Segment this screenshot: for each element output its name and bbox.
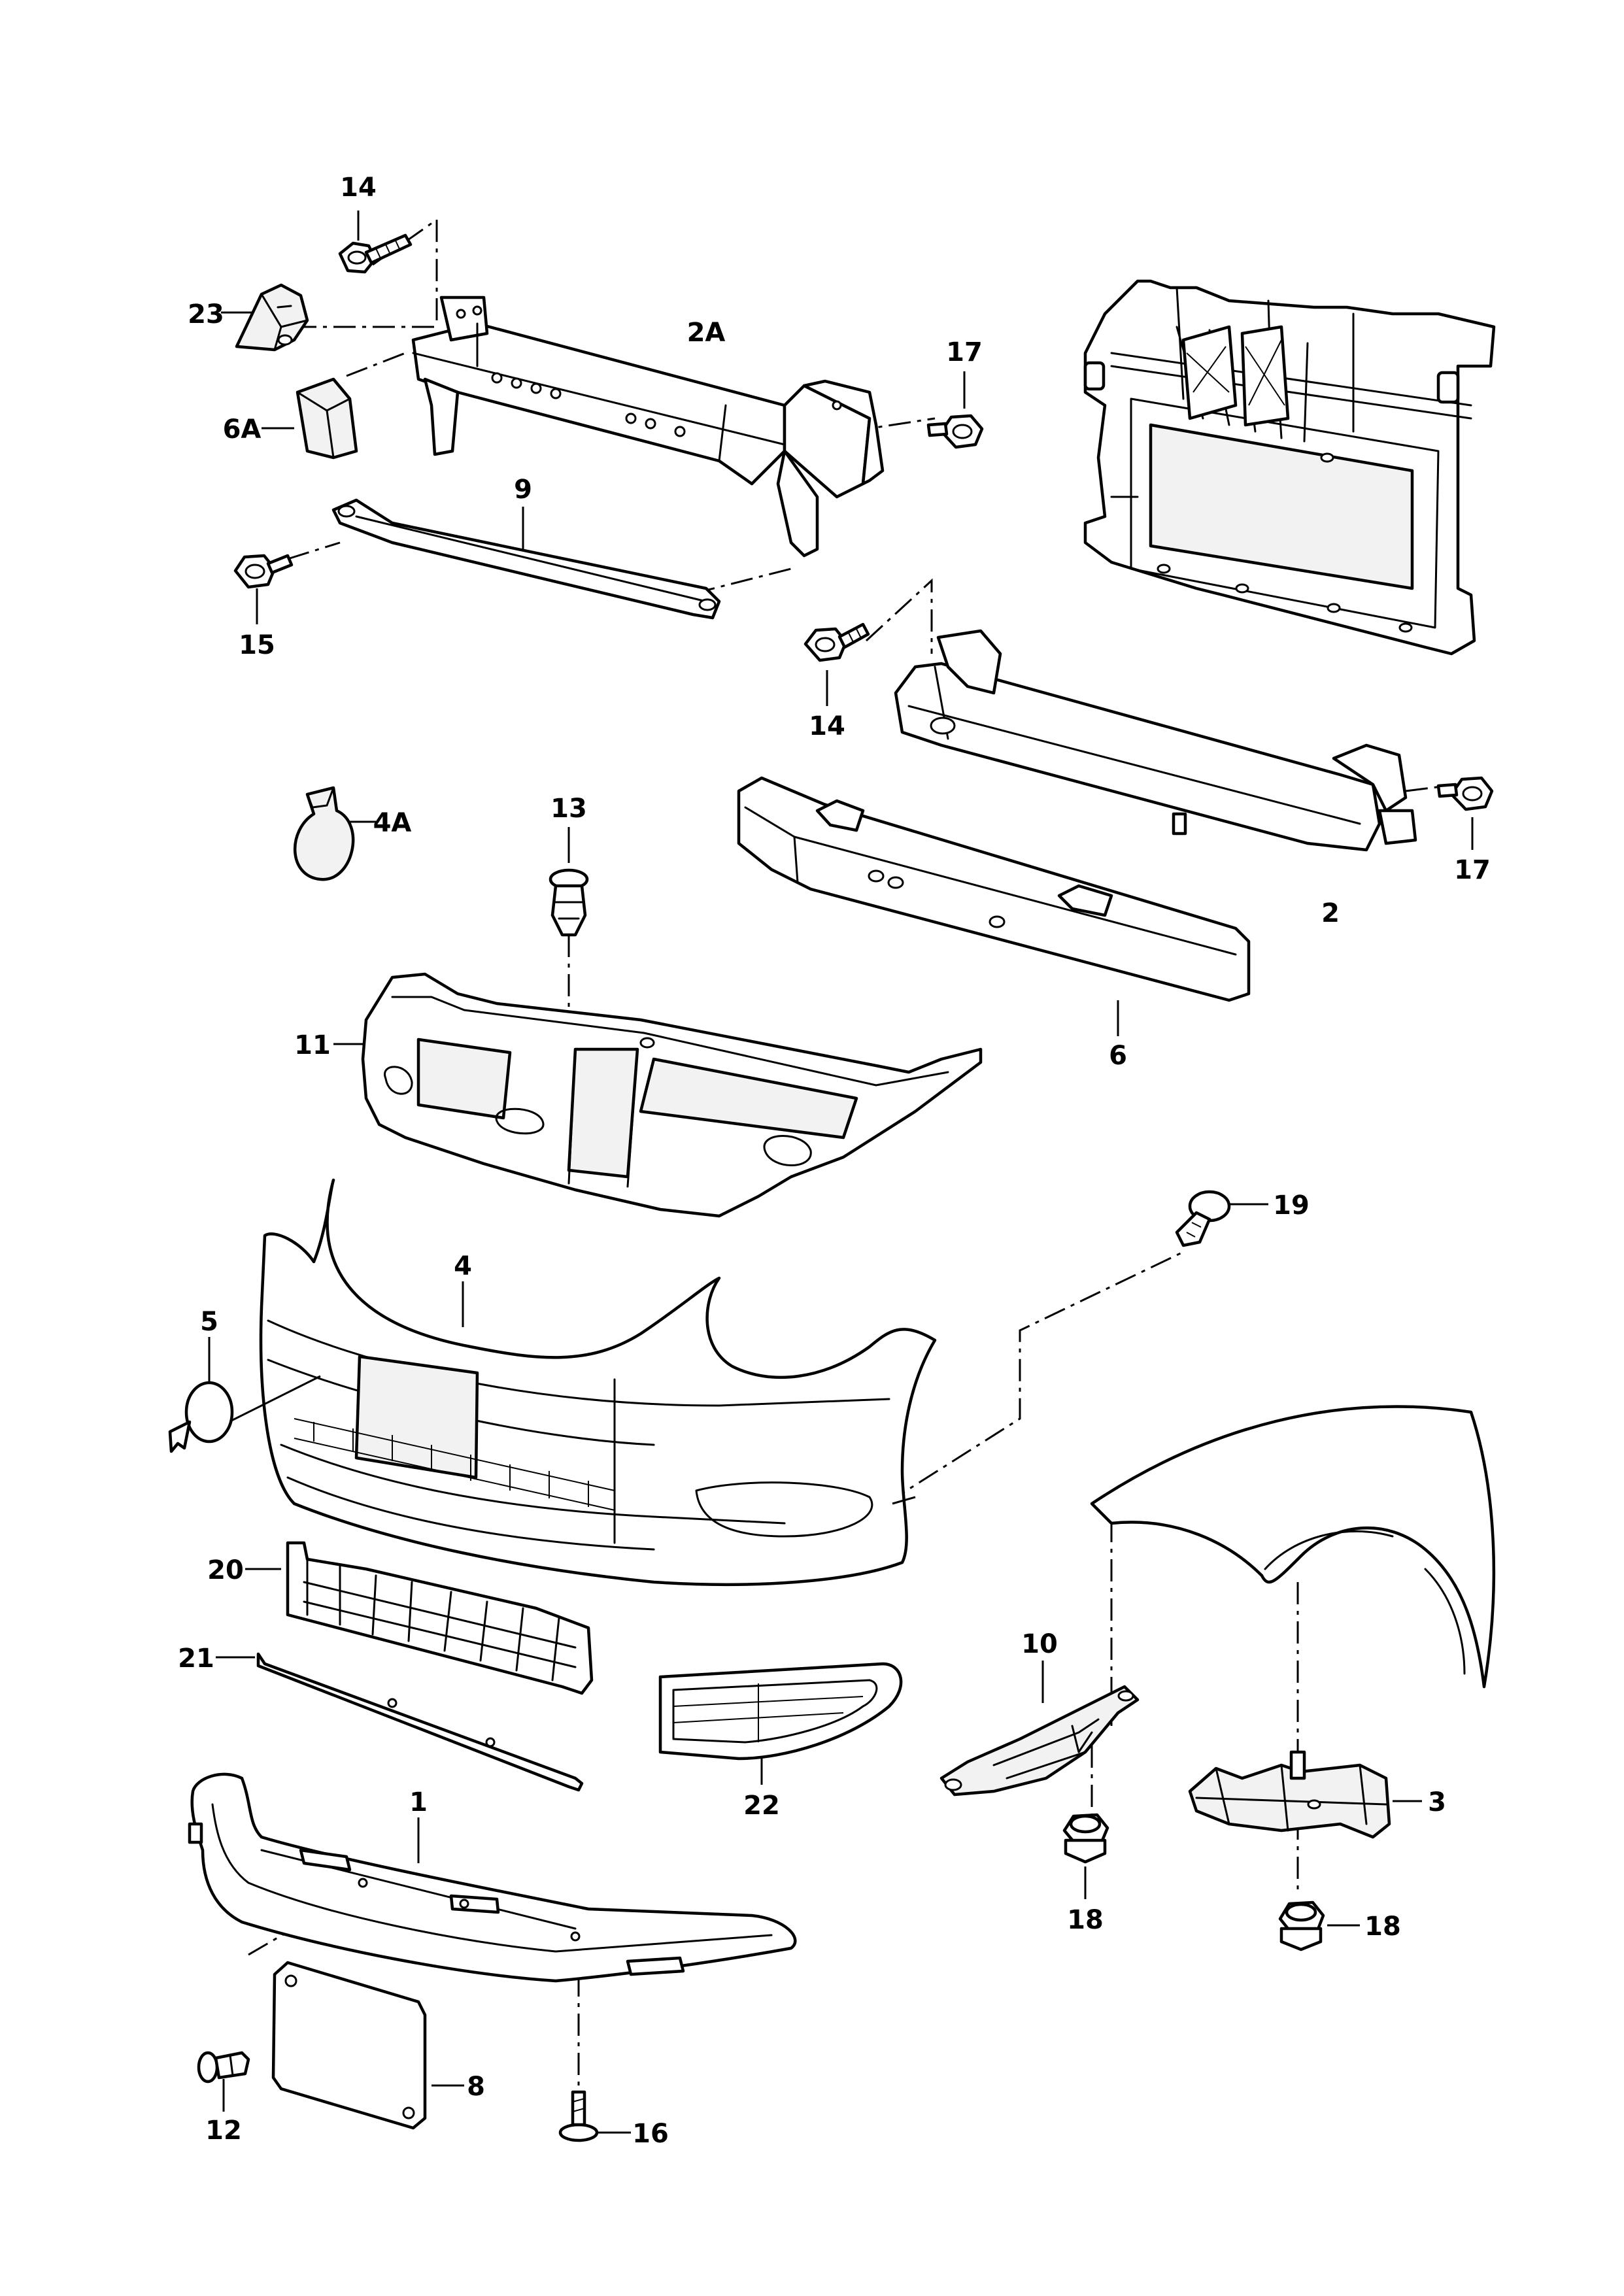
callout-9: 9 [514, 475, 532, 505]
part-12-push-rivet [197, 2051, 250, 2112]
part-17-bolt-lower [1436, 776, 1494, 850]
part-1-lower-spoiler [188, 1772, 797, 1983]
part-14-screw-upper [338, 211, 413, 274]
callout-16: 16 [632, 2119, 669, 2149]
callout-13: 13 [550, 794, 587, 824]
part-6-energy-absorber [737, 776, 1251, 1036]
part-22-fog-light-grille [658, 1662, 903, 1785]
callout-19: 19 [1273, 1190, 1310, 1221]
part-19-bolt [1175, 1190, 1268, 1247]
callout-18-right: 18 [1364, 1912, 1401, 1942]
part-4-bumper-cover [259, 1178, 937, 1586]
front-end-carrier [1083, 279, 1496, 656]
callout-3: 3 [1428, 1787, 1446, 1817]
part-21-trim-strip [216, 1652, 584, 1792]
part-14-screw-lower [804, 622, 870, 706]
callout-14-upper: 14 [340, 173, 377, 203]
callout-11: 11 [294, 1030, 331, 1060]
callout-6A: 6A [223, 414, 262, 445]
callout-15: 15 [239, 630, 275, 660]
callout-labels: 14 23 2A 17 6A 9 15 14 17 2 4A 13 6 11 1… [178, 173, 1491, 2149]
callout-23: 23 [188, 299, 224, 329]
callout-6: 6 [1109, 1041, 1127, 1071]
callout-4: 4 [454, 1251, 472, 1281]
callout-12: 12 [205, 2116, 242, 2146]
callout-17-upper: 17 [946, 337, 983, 367]
callout-8: 8 [467, 2072, 485, 2102]
part-16-screw [558, 2090, 631, 2142]
part-9-lower-strip [331, 498, 721, 620]
fender [1090, 1405, 1496, 1689]
callout-20: 20 [207, 1555, 244, 1585]
callout-10: 10 [1021, 1629, 1058, 1659]
part-10-mounting-bracket [939, 1661, 1140, 1797]
callout-5: 5 [200, 1307, 218, 1337]
part-18-nut-left [1062, 1813, 1109, 1899]
callout-2: 2 [1321, 898, 1340, 928]
part-6A-block [262, 377, 358, 460]
part-17-bolt-upper [926, 371, 984, 449]
part-2-bumper-carrier [894, 629, 1417, 852]
callout-18-left: 18 [1067, 1905, 1104, 1935]
part-3-side-guide [1188, 1750, 1422, 1839]
part-13-clip [549, 827, 589, 937]
part-20-lower-grille [245, 1541, 594, 1695]
part-15-bolt [233, 554, 294, 624]
callout-1: 1 [409, 1787, 428, 1817]
callout-4A: 4A [373, 808, 412, 838]
callout-14-lower: 14 [809, 711, 845, 741]
part-8-license-plate-bracket [271, 1961, 464, 2130]
part-2A-upper-cross-member [411, 295, 885, 558]
callout-17-lower: 17 [1454, 855, 1491, 885]
part-11-upper-grille-frame [333, 972, 983, 1218]
part-5-tow-hook-cap [168, 1337, 321, 1453]
callout-21: 21 [178, 1644, 214, 1674]
callout-2A: 2A [687, 318, 726, 348]
part-4A-bag [293, 786, 376, 881]
part-23-bracket [221, 283, 309, 352]
part-18-nut-right [1278, 1900, 1360, 1951]
callout-22: 22 [743, 1791, 780, 1821]
